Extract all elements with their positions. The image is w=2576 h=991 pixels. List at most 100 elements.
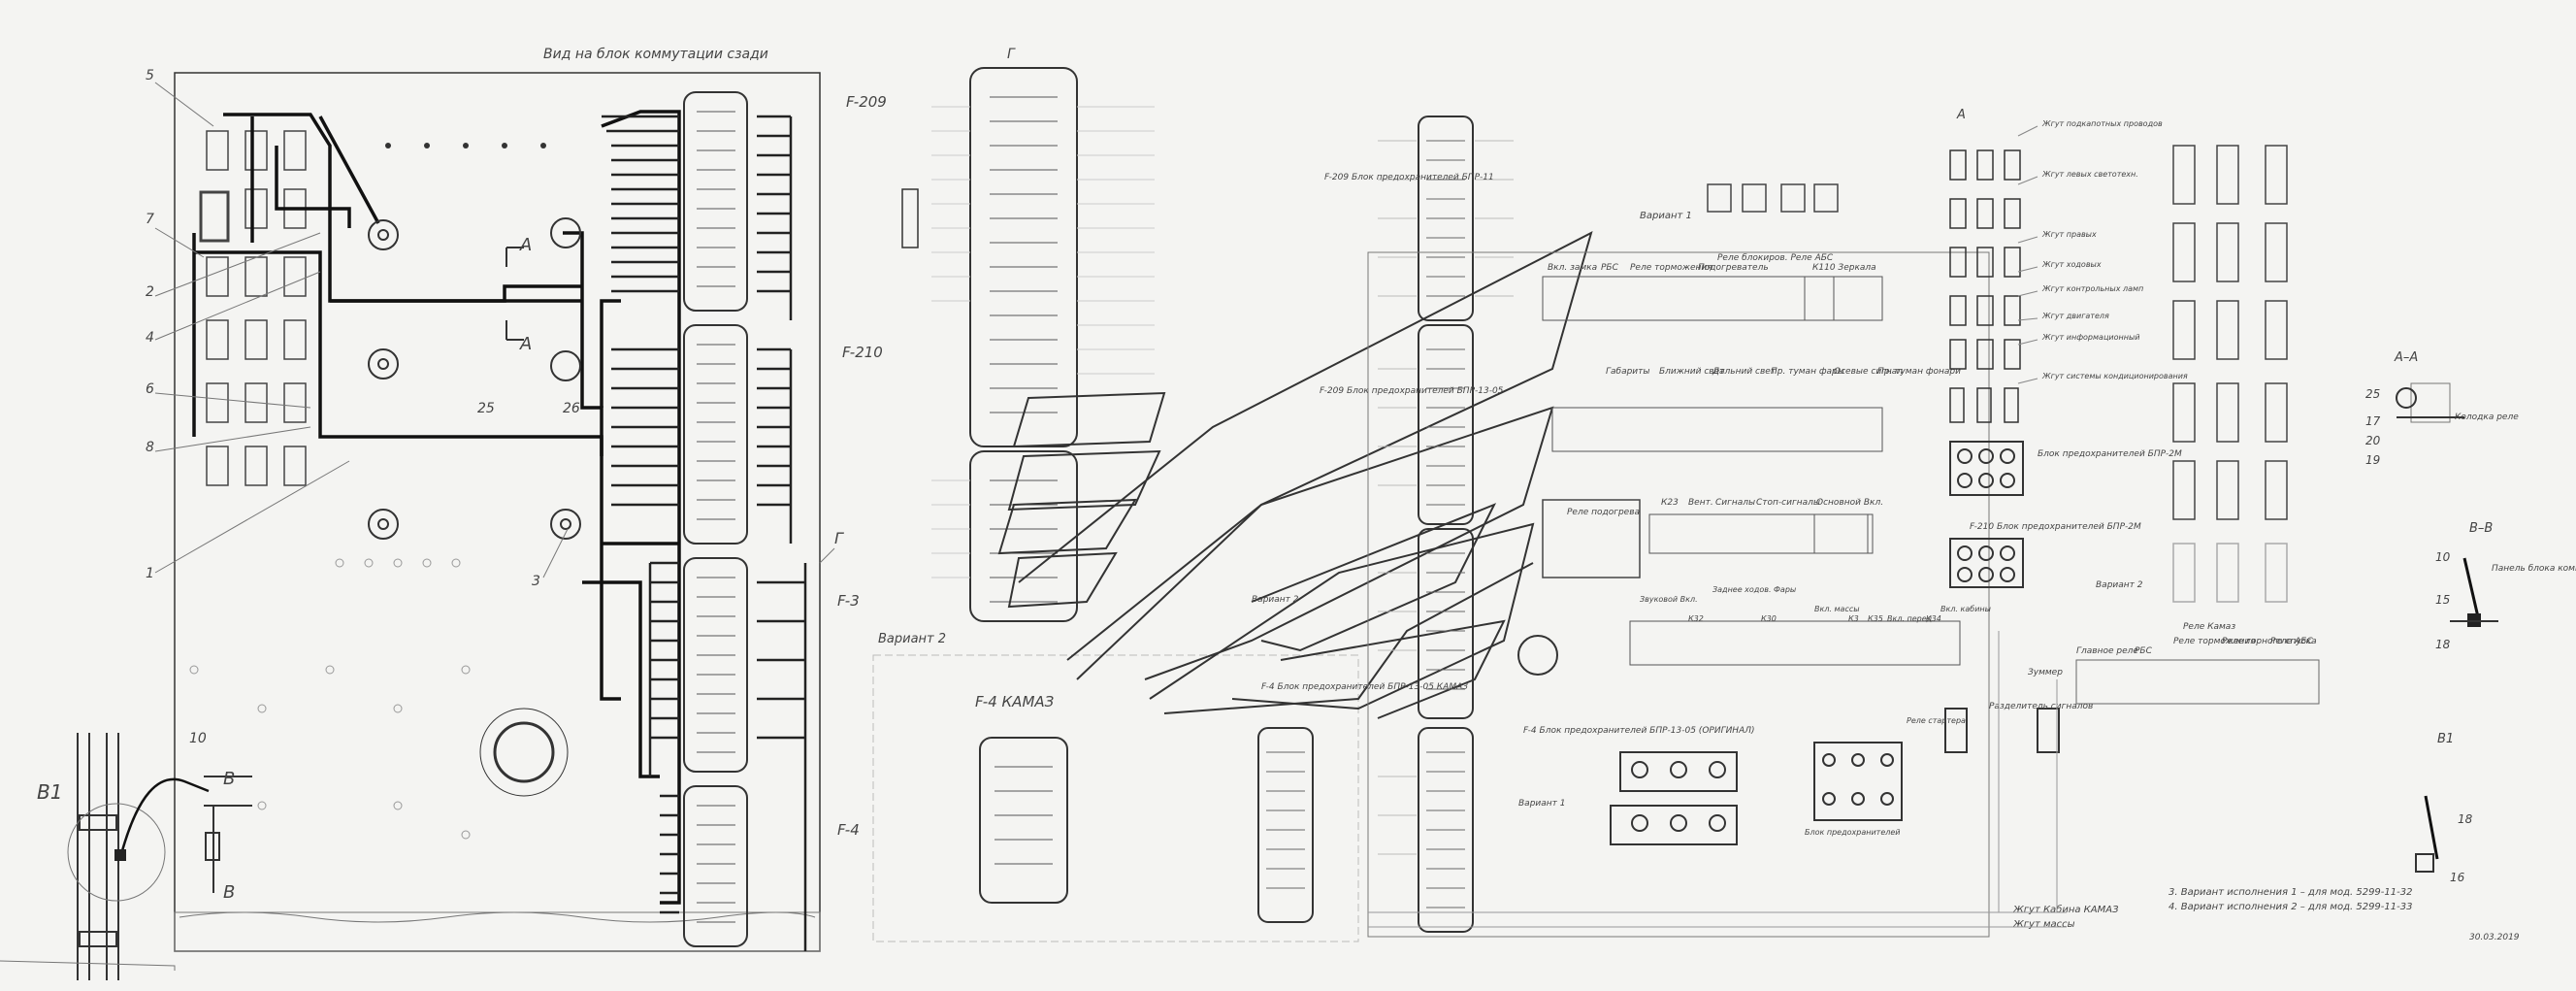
svg-text:Колодка реле: Колодка реле: [2455, 413, 2519, 422]
svg-text:Реле стартера: Реле стартера: [1907, 716, 1966, 725]
svg-text:Разделитель сигналов: Разделитель сигналов: [1989, 702, 2093, 711]
leader-5: 5: [146, 68, 154, 83]
svg-text:А: А: [519, 334, 532, 354]
svg-text:17: 17: [2365, 414, 2381, 428]
svg-text:10: 10: [2435, 550, 2451, 564]
svg-text:Реле подогрева: Реле подогрева: [1567, 508, 1640, 517]
date-stamp: 30.03.2019: [2469, 933, 2520, 942]
label-f4-kamaz: F-4 КАМАЗ: [975, 693, 1055, 710]
label-f4: F-4: [837, 821, 860, 839]
section-bb: В–В 10 15 18 Панель блока коммутации: [2435, 521, 2576, 651]
section-g-mark: Г: [834, 529, 844, 547]
leader-10: 10: [189, 731, 207, 746]
harness-labels: Жгут подкапотных проводов Жгут левых све…: [2041, 119, 2188, 380]
connector-grid: [2172, 145, 2288, 603]
variant-1-label-lower: Вариант 1: [1518, 799, 1565, 809]
leader-7: 7: [146, 212, 154, 227]
svg-text:Жгут Кабина КАМАЗ: Жгут Кабина КАМАЗ: [2012, 904, 2119, 915]
section-b1: В1 18 16: [2415, 732, 2473, 884]
svg-text:К35: К35: [1868, 614, 1883, 623]
section-a-marks: А А Г: [505, 235, 844, 564]
svg-text:Жгут информационный: Жгут информационный: [2041, 333, 2139, 342]
svg-text:Реле АБС: Реле АБС: [2270, 637, 2313, 646]
svg-text:Реле Камаз: Реле Камаз: [2183, 622, 2235, 632]
svg-text:18: 18: [2435, 638, 2451, 651]
relay-panel: Вариант 1 Вкл. замка РБС Реле торможения…: [1367, 183, 2119, 938]
leader-labels: 5 7 2 4 6 8 1 10 25 26 3: [146, 68, 580, 746]
svg-text:Зуммер: Зуммер: [2028, 668, 2063, 677]
svg-text:К30: К30: [1761, 614, 1777, 623]
svg-text:Жгут левых светотехн.: Жгут левых светотехн.: [2041, 170, 2138, 179]
svg-text:Реле торможения: Реле торможения: [1630, 263, 1712, 273]
svg-text:Реле торможения: Реле торможения: [2173, 637, 2256, 646]
svg-text:К34: К34: [1926, 614, 1941, 623]
harness-connectors: А Жгут подкапотных проводов Жгут левых с…: [1949, 108, 2188, 590]
svg-text:Реле горного спуска: Реле горного спуска: [2222, 637, 2317, 646]
svg-text:В–В: В–В: [2469, 521, 2493, 536]
svg-text:Заднее ходов. Фары: Заднее ходов. Фары: [1712, 585, 1796, 594]
svg-text:Жгут двигателя: Жгут двигателя: [2041, 312, 2109, 320]
variant-2-label-center: Вариант 2: [1252, 595, 1299, 605]
svg-text:Жгут массы: Жгут массы: [2012, 919, 2075, 930]
wiring-bundle: [192, 110, 681, 905]
label-bpr1305: F-209 Блок предохранителей БПР-13-05: [1320, 386, 1504, 396]
label-bpr1305-orig: F-4 Блок предохранителей БПР-13-05 (ОРИГ…: [1523, 726, 1755, 736]
label-bpr1305-kamaz: F-4 Блок предохранителей БПР-13-05 КАМАЗ: [1261, 682, 1468, 692]
relay-bottom-labels: Звуковой Вкл. К32 Заднее ходов. Фары К30…: [1640, 585, 1991, 623]
variant-2-label-right: Вариант 2: [2096, 580, 2143, 590]
svg-text:Главное реле: Главное реле: [2076, 646, 2138, 656]
rear-view-panel: Вид на блок коммутации сзади: [146, 47, 887, 952]
svg-text:16: 16: [2450, 871, 2465, 884]
mark-g-top: Г: [1007, 47, 1016, 62]
svg-text:В: В: [223, 769, 235, 789]
svg-text:4. Вариант исполнения 2 – для: 4. Вариант исполнения 2 – для мод. 5299-…: [2168, 902, 2412, 912]
main-title: Вид на блок коммутации сзади: [543, 47, 768, 62]
svg-text:19: 19: [2365, 453, 2380, 467]
mounting-holes: [368, 217, 581, 797]
svg-text:Пр. туман фары: Пр. туман фары: [1771, 367, 1844, 377]
svg-text:Вент.: Вент.: [1688, 498, 1713, 508]
label-f210: F-210: [842, 344, 883, 361]
svg-text:Габариты: Габариты: [1606, 367, 1650, 377]
center-variant-area: Вариант 2 F-4 КАМАЗ Г: [872, 47, 1755, 942]
svg-text:Вкл. перед: Вкл. перед: [1887, 614, 1933, 623]
svg-text:Осевые сигнал: Осевые сигнал: [1834, 367, 1903, 377]
leader-3: 3: [532, 574, 540, 589]
relay-top-labels: Вкл. замка РБС Реле торможения Подогрева…: [1548, 253, 1876, 273]
label-bpr11: F-209 Блок предохранителей БПР-11: [1324, 173, 1494, 182]
leader-1: 1: [146, 566, 154, 581]
leader-25: 25: [477, 401, 495, 416]
svg-text:Дальний свет: Дальний свет: [1712, 367, 1777, 377]
svg-text:Стоп-сигналы: Стоп-сигналы: [1756, 498, 1820, 508]
svg-text:Вкл. массы: Вкл. массы: [1814, 605, 1860, 613]
relay-sockets: [199, 130, 307, 486]
svg-text:Блок предохранителей: Блок предохранителей: [1805, 828, 1901, 837]
svg-text:В: В: [223, 882, 235, 903]
svg-text:Звуковой Вкл.: Звуковой Вкл.: [1640, 595, 1698, 604]
label-f3: F-3: [837, 592, 860, 610]
svg-text:25: 25: [2365, 387, 2380, 401]
svg-text:К32: К32: [1688, 614, 1704, 623]
leader-6: 6: [146, 381, 154, 397]
svg-text:В1: В1: [2437, 732, 2454, 746]
svg-text:РБС: РБС: [1601, 263, 1619, 273]
label-f210-bpr2m: F-210 Блок предохранителей БПР-2М: [1970, 522, 2141, 532]
label-bpr2m: Блок предохранителей БПР-2М: [2038, 449, 2182, 459]
relay-low-labels: Реле подогрева К23 Вент. Сигналы Стоп-си…: [1567, 498, 1883, 517]
notes: 3. Вариант исполнения 1 – для мод. 5299-…: [2168, 887, 2520, 942]
bottom-labels: Жгут Кабина КАМАЗ Жгут массы Разделитель…: [1805, 668, 2119, 930]
svg-text:Вкл. кабины: Вкл. кабины: [1940, 605, 1991, 613]
relay-row-right: Главное реле РБС Реле торможения Реле го…: [2075, 622, 2320, 705]
leader-8: 8: [146, 440, 154, 455]
svg-text:Основной Вкл.: Основной Вкл.: [1816, 498, 1883, 508]
mark-b1-left: В1: [37, 780, 62, 804]
svg-text:Жгут контрольных ламп: Жгут контрольных ламп: [2041, 284, 2143, 293]
svg-text:3. Вариант исполнения 1 – для: 3. Вариант исполнения 1 – для мод. 5299-…: [2168, 887, 2412, 898]
detail-b1-left: В1 В В: [0, 733, 252, 980]
mark-a1: А: [1956, 108, 1966, 122]
svg-text:Жгут правых: Жгут правых: [2041, 230, 2097, 239]
svg-text:РБС: РБС: [2135, 646, 2153, 656]
svg-text:Ближний свет: Ближний свет: [1659, 367, 1725, 377]
svg-text:Сигналы: Сигналы: [1715, 498, 1755, 508]
